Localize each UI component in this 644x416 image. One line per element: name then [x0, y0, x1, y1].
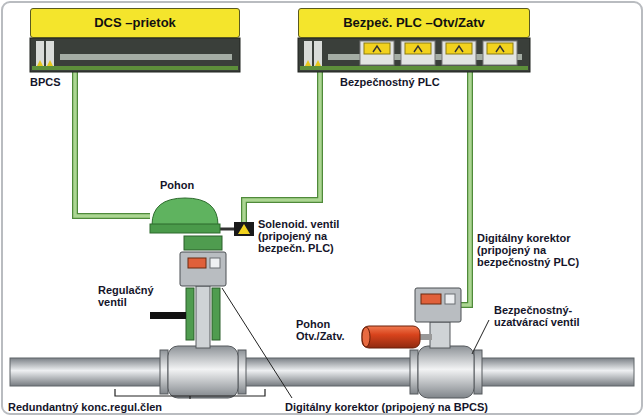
node-shape [415, 288, 461, 322]
io-module [442, 41, 476, 65]
indicator [47, 60, 53, 66]
io-module [360, 41, 394, 65]
leader-line [222, 288, 489, 398]
signal-wire [461, 72, 470, 305]
wire-core [75, 72, 150, 216]
indicator [405, 43, 431, 54]
actuator-dome [152, 198, 218, 225]
callout-label: Pohon Otv./Zatv. [296, 318, 358, 342]
bus-bar [60, 54, 232, 60]
signal-wire [244, 72, 320, 222]
node-label: Bezpečnostný PLC [340, 76, 440, 88]
positioner-box [415, 288, 461, 322]
actuator: Pohon [150, 195, 220, 237]
indicator-mark [496, 46, 504, 52]
wire-core [461, 72, 470, 305]
node-shape [298, 38, 530, 72]
io-module [401, 41, 435, 65]
pipe [10, 358, 634, 386]
wire-outline [244, 72, 320, 222]
indicator-mark [373, 46, 381, 52]
on-off-actuator [362, 326, 420, 348]
controller-panel: DCS –prietokBPCS [30, 8, 240, 72]
node-shape [234, 222, 254, 236]
header-label: Bezpeč. PLC –Otv/Zatv [298, 8, 530, 38]
indicator-mark [414, 46, 422, 52]
indicator [315, 60, 321, 66]
node-label: Solenoid. ventil (pripojený na bezpečn. … [258, 218, 350, 254]
pointer-bar [150, 312, 186, 319]
indicator [305, 60, 311, 66]
solenoid-valve: Solenoid. ventil (pripojený na bezpečn. … [234, 222, 254, 236]
node-shape [30, 38, 240, 72]
indicator [446, 43, 472, 54]
actuator-base [150, 224, 220, 233]
positioner-lid [445, 294, 455, 304]
rack [30, 38, 240, 72]
solenoid-body [234, 222, 254, 236]
indicator [37, 60, 43, 66]
signal-wire [75, 72, 150, 216]
io-module [36, 41, 44, 69]
base-strip [32, 66, 238, 70]
io-module [304, 41, 312, 69]
io-module [483, 41, 517, 65]
positioner: Digitálny korektor (pripojený na bezpečn… [415, 288, 461, 322]
positioner-display [421, 294, 441, 304]
wire-outline [75, 72, 150, 216]
indicator-mark [455, 46, 463, 52]
node-label: Digitálny korektor (pripojený na bezpečn… [477, 232, 605, 268]
controller-panel: Bezpeč. PLC –Otv/ZatvBezpečnostný PLC [298, 8, 530, 72]
safety-valve [410, 322, 482, 398]
io-module [46, 41, 54, 69]
bracket [115, 389, 265, 399]
indicator [487, 43, 513, 54]
node-label: Pohon [160, 179, 194, 191]
header-label: DCS –prietok [30, 8, 240, 38]
callout-label: Redundantný konc.regul.člen [8, 401, 162, 413]
indicator [364, 43, 390, 54]
wire-outline [461, 72, 470, 305]
node-shape [150, 195, 220, 237]
wire-core [244, 72, 320, 222]
io-module [314, 41, 322, 69]
rack [298, 38, 530, 72]
warning-mark [238, 224, 250, 234]
node-label: BPCS [30, 76, 61, 88]
callout-label: Bezpečnostný- uzatvárací ventil [494, 304, 606, 328]
callout-label: Regulačný ventil [98, 284, 158, 308]
base-strip [300, 66, 528, 70]
callout-label: Digitálny korektor (pripojený na BPCS) [285, 401, 488, 413]
